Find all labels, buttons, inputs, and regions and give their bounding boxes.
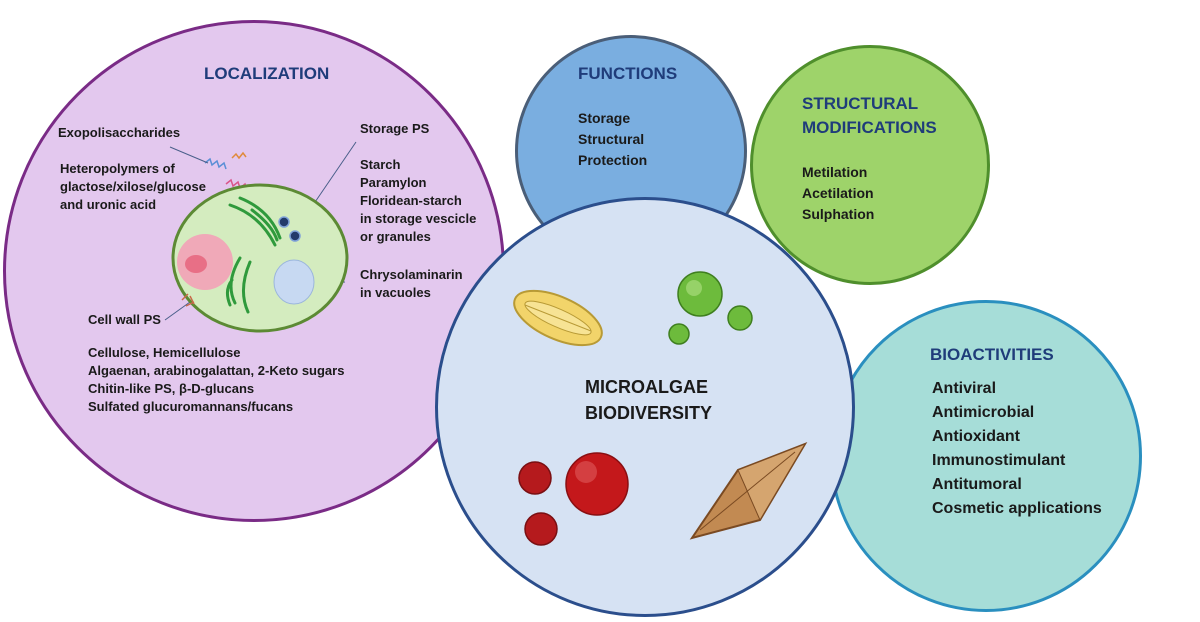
structural-modifications-list: Metilation Acetilation Sulphation xyxy=(802,164,875,222)
bioactivities-circle xyxy=(830,300,1142,612)
thylakoid-lines xyxy=(225,196,282,314)
cell-illustration xyxy=(164,141,357,333)
chrysolaminarin-label: Chrysolaminarin in vacuoles xyxy=(360,267,463,300)
structural-modifications-circle xyxy=(750,45,990,285)
red-cells xyxy=(518,452,629,546)
exopolysaccharide-strand-orange xyxy=(231,151,247,160)
diatom-yellow xyxy=(513,289,603,347)
structural-modifications-title: STRUCTURAL MODIFICATIONS xyxy=(802,94,937,137)
functions-list: Storage Structural Protection xyxy=(578,110,648,168)
localization-title: LOCALIZATION xyxy=(204,64,330,83)
storage-ps-label: Storage PS xyxy=(360,121,430,136)
microalgae-biodiversity-title: MICROALGAE BIODIVERSITY xyxy=(585,377,713,423)
functions-title: FUNCTIONS xyxy=(578,64,678,83)
diatom-brown xyxy=(689,442,808,540)
green-cells xyxy=(668,271,753,345)
bioactivities-title: BIOACTIVITIES xyxy=(930,345,1054,364)
heteropolymers-label: Heteropolymers of glactose/xilose/glucos… xyxy=(60,161,206,212)
storage-granule xyxy=(289,230,301,242)
exopolisaccharides-label: Exopolisaccharides xyxy=(58,125,181,140)
cell-wall-ps-label: Cell wall PS xyxy=(88,312,161,327)
storage-granule xyxy=(278,216,290,228)
bioactivities-list: Antiviral Antimicrobial Antioxidant Immu… xyxy=(932,380,1102,517)
storage-ps-list: Starch Paramylon Floridean-starch in sto… xyxy=(360,157,477,244)
cell-wall-fibers xyxy=(181,293,195,307)
exopolysaccharide-strand-pink xyxy=(225,178,248,191)
vacuole xyxy=(273,259,315,305)
nucleolus xyxy=(185,255,207,273)
exopolysaccharide-strand-blue xyxy=(204,157,227,170)
cell-wall-ps-list: Cellulose, Hemicellulose Algaenan, arabi… xyxy=(88,345,345,414)
microalgae-biodiversity-circle xyxy=(435,197,855,617)
